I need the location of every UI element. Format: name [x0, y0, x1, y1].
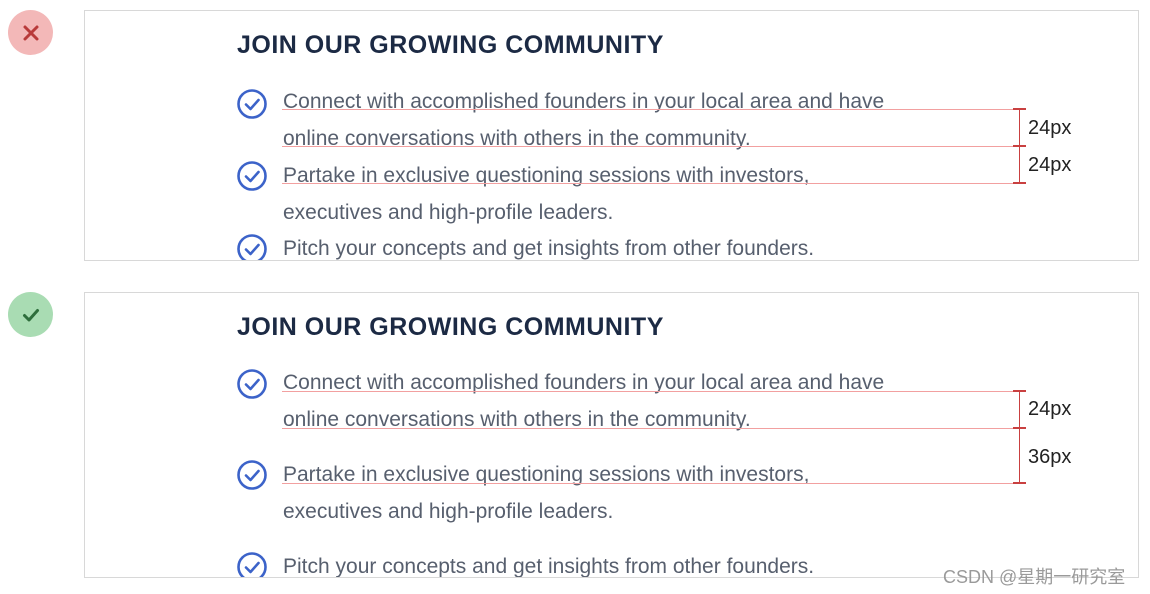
check-circle-icon: [237, 161, 267, 191]
list-item-line: executives and high-profile leaders.: [283, 500, 614, 523]
baseline-guide: [282, 483, 1026, 484]
list-item-line: Partake in exclusive questioning session…: [283, 164, 810, 187]
check-circle-icon: [237, 460, 267, 490]
close-icon: [23, 25, 38, 40]
measure-tick: [1013, 427, 1026, 429]
baseline-guide: [282, 146, 1026, 147]
spacing-label: 24px: [1028, 154, 1072, 176]
list-item-line: Pitch your concepts and get insights fro…: [283, 555, 815, 578]
list-item-line: online conversations with others in the …: [283, 408, 751, 431]
spacing-label: 24px: [1028, 398, 1072, 420]
watermark: CSDN @星期一研究室: [943, 567, 1126, 587]
check-circle-icon: [237, 552, 267, 577]
list-item-line: Pitch your concepts and get insights fro…: [283, 237, 815, 260]
list-item-line: Connect with accomplished founders in yo…: [283, 371, 885, 394]
list-item-line: Connect with accomplished founders in yo…: [283, 90, 885, 113]
measure-tick: [1013, 108, 1026, 110]
check-circle-icon: [237, 234, 267, 260]
baseline-guide: [282, 391, 1026, 392]
measure-tick: [1013, 182, 1026, 184]
check-circle-icon: [237, 369, 267, 399]
measure-tick: [1013, 482, 1026, 484]
list-item-line: Partake in exclusive questioning session…: [283, 463, 810, 486]
section-title: JOIN OUR GROWING COMMUNITY: [237, 313, 664, 341]
bad-example-panel: JOIN OUR GROWING COMMUNITY Connect with …: [84, 10, 1139, 261]
baseline-guide: [282, 183, 1026, 184]
bad-example-marker: [8, 10, 53, 55]
check-icon: [22, 308, 39, 321]
spacing-label: 24px: [1028, 117, 1072, 139]
list-item-line: online conversations with others in the …: [283, 127, 751, 150]
list-item-line: executives and high-profile leaders.: [283, 201, 614, 224]
measure-tick: [1013, 390, 1026, 392]
check-circle-icon: [237, 89, 267, 119]
good-example-panel: JOIN OUR GROWING COMMUNITY Connect with …: [84, 292, 1139, 578]
spacing-label: 36px: [1028, 446, 1072, 468]
section-title: JOIN OUR GROWING COMMUNITY: [237, 31, 664, 59]
good-example-marker: [8, 292, 53, 337]
baseline-guide: [282, 428, 1026, 429]
baseline-guide: [282, 109, 1026, 110]
measure-bracket: [1019, 391, 1020, 483]
measure-tick: [1013, 145, 1026, 147]
